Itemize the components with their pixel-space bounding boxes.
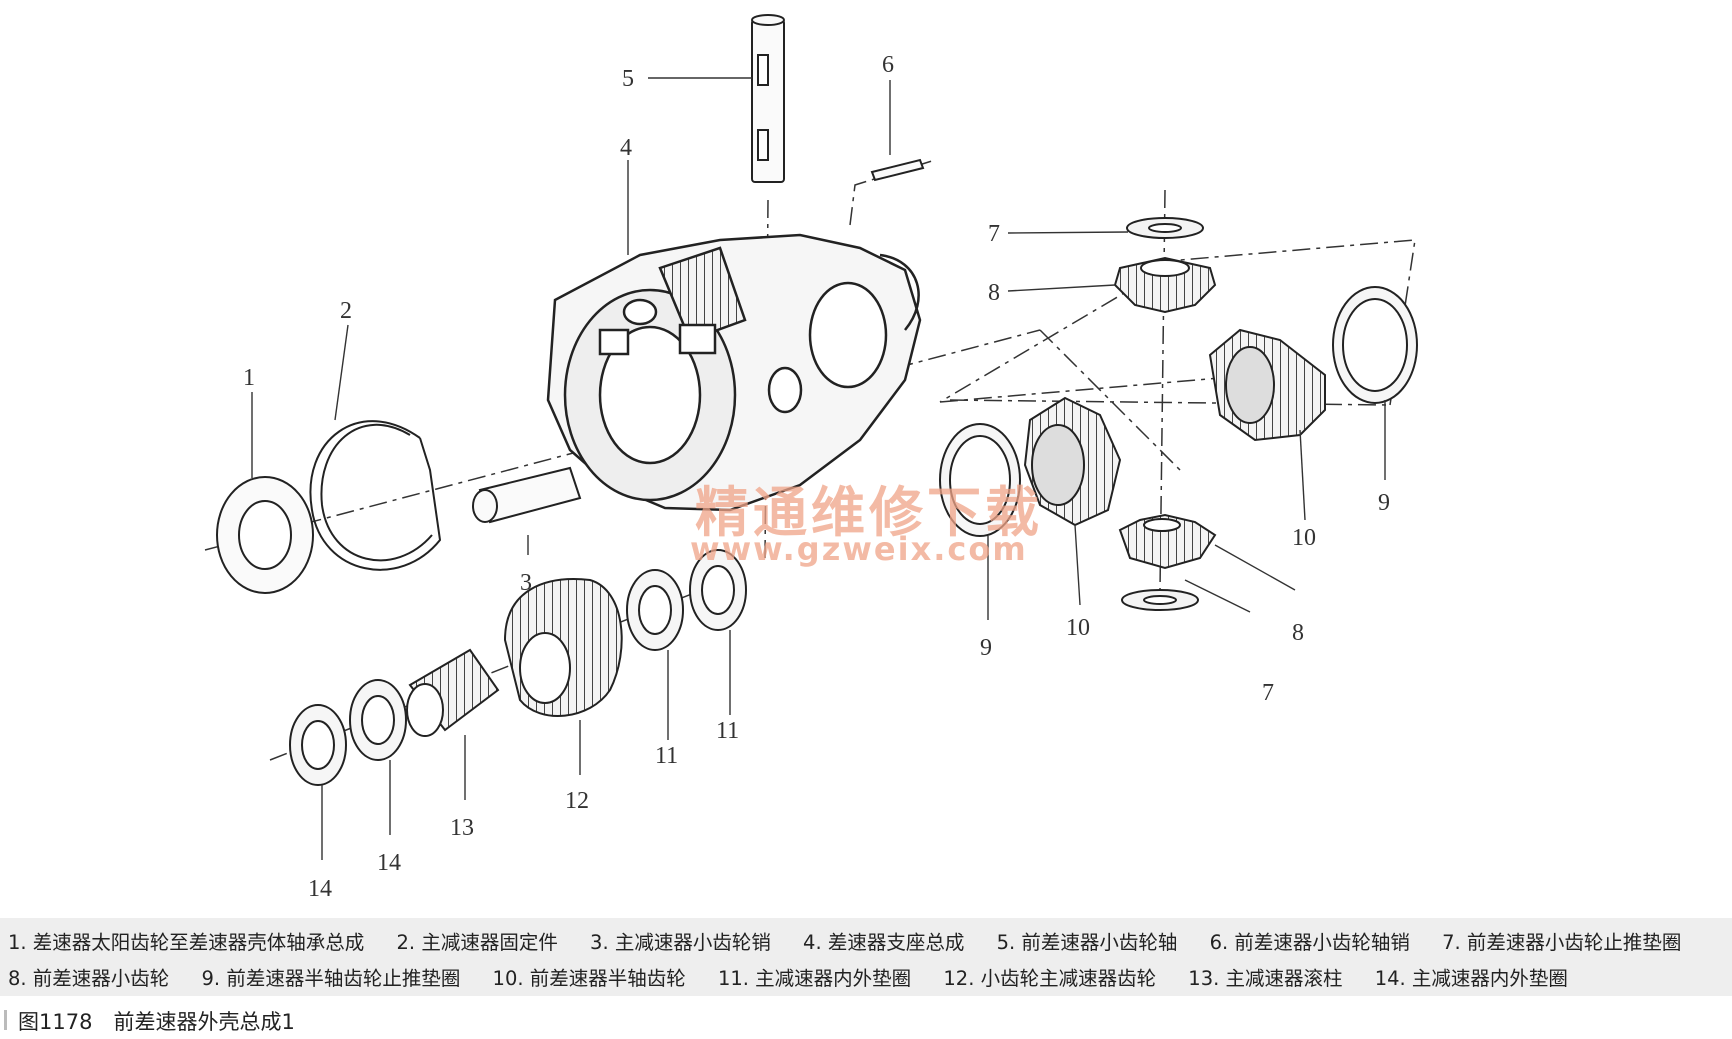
part-4-differential-carrier [546, 233, 922, 512]
part-14-washers [289, 679, 407, 786]
callout-8a: 8 [988, 280, 1000, 306]
part-1-bearing [216, 476, 314, 594]
leader-lines [251, 77, 1386, 860]
callout-14b: 14 [308, 876, 332, 900]
legend-row-2: 8. 前差速器小齿轮 9. 前差速器半轴齿轮止推垫圈 10. 前差速器半轴齿轮 … [8, 962, 1594, 991]
callout-10a: 10 [1066, 615, 1090, 641]
callout-3: 3 [520, 570, 532, 596]
part-7-thrust-washers [1121, 217, 1204, 611]
exploded-diagram: 1 2 3 4 5 6 7 8 7 8 9 10 10 9 11 11 12 1… [204, 14, 1418, 900]
figure-caption: 图1178 前差速器外壳总成1 [18, 1010, 295, 1034]
callout-11a: 11 [716, 718, 739, 744]
callout-7a: 7 [988, 221, 1000, 247]
legend-item: 5. 前差速器小齿轮轴 [996, 931, 1178, 954]
part-9-side-washers [939, 286, 1418, 537]
part-6-shaft-pin [870, 158, 925, 182]
callout-5: 5 [622, 66, 634, 92]
caption-marker [4, 1010, 7, 1030]
legend-row-1: 1. 差速器太阳齿轮至差速器壳体轴承总成 2. 主减速器固定件 3. 主减速器小… [8, 926, 1707, 955]
part-8-pinion-gears [1113, 256, 1217, 570]
part-10-side-gears [1023, 328, 1326, 527]
legend-item: 8. 前差速器小齿轮 [8, 967, 170, 990]
callout-9b: 9 [1378, 490, 1390, 516]
callout-11b: 11 [655, 743, 678, 769]
parts-legend: 1. 差速器太阳齿轮至差速器壳体轴承总成 2. 主减速器固定件 3. 主减速器小… [0, 918, 1732, 996]
callout-7b: 7 [1262, 680, 1274, 706]
legend-item: 13. 主减速器滚柱 [1188, 967, 1343, 990]
part-2-snap-ring [309, 420, 442, 571]
legend-item: 6. 前差速器小齿轮轴销 [1209, 931, 1410, 954]
callout-14a: 14 [377, 850, 401, 876]
part-3-pinion-pin [472, 466, 582, 524]
callout-2: 2 [340, 298, 352, 324]
callout-12: 12 [565, 788, 589, 814]
callout-8b: 8 [1292, 620, 1304, 646]
legend-item: 3. 主减速器小齿轮销 [590, 931, 771, 954]
part-13-roller-bearing [406, 648, 500, 737]
legend-item: 4. 差速器支座总成 [803, 931, 965, 954]
callout-13: 13 [450, 815, 474, 841]
legend-item: 10. 前差速器半轴齿轮 [492, 967, 686, 990]
part-11-washers [626, 549, 747, 651]
callout-9a: 9 [980, 635, 992, 661]
legend-item: 14. 主减速器内外垫圈 [1374, 967, 1568, 990]
callout-1: 1 [243, 365, 255, 391]
legend-item: 11. 主减速器内外垫圈 [717, 967, 912, 990]
legend-item: 2. 主减速器固定件 [396, 931, 558, 954]
legend-item: 12. 小齿轮主减速器齿轮 [943, 967, 1157, 990]
callout-6: 6 [882, 52, 894, 78]
callout-numbers: 1 2 3 4 5 6 7 8 7 8 9 10 10 9 11 11 12 1… [243, 52, 1390, 900]
callout-4: 4 [620, 135, 632, 161]
legend-item: 7. 前差速器小齿轮止推垫圈 [1442, 931, 1682, 954]
callout-10b: 10 [1292, 525, 1316, 551]
legend-item: 9. 前差速器半轴齿轮止推垫圈 [201, 967, 461, 990]
part-5-pinion-shaft [751, 14, 785, 183]
legend-item: 1. 差速器太阳齿轮至差速器壳体轴承总成 [8, 931, 365, 954]
part-12-final-drive-gear [503, 578, 623, 717]
